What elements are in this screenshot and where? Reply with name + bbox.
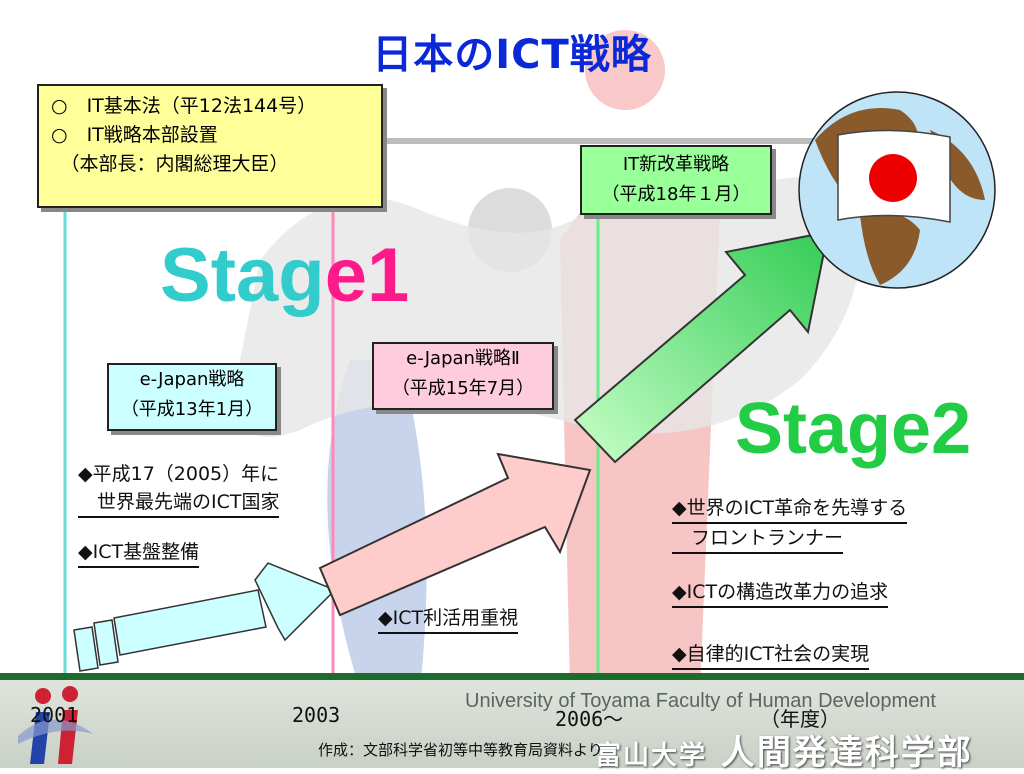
- it-new-reform-line2: （平成18年１月）: [601, 184, 751, 205]
- stage2-label: Stage2: [735, 389, 972, 469]
- it-new-reform-line1: IT新改革戦略: [622, 154, 730, 175]
- bullet-world-leading: ◆平成17（2005）年に 世界最先端のICT国家: [78, 460, 280, 518]
- it-law-line1: ○ IT基本法（平12法144号）: [51, 95, 317, 117]
- bullet-utilization: ◆ICT利活用重視: [378, 604, 519, 634]
- bullet-world-leading-line1: ◆平成17（2005）年に: [78, 463, 280, 485]
- e-japan-box: e-Japan戦略 （平成13年1月）: [107, 363, 277, 431]
- e-japan2-line2: （平成15年7月）: [391, 378, 535, 399]
- university-logo-icon: [18, 686, 93, 764]
- it-law-line2: ○ IT戦略本部設置: [51, 124, 218, 146]
- stage1-part2: e1: [324, 233, 410, 318]
- year-2006: 2006～: [555, 707, 624, 731]
- year-2003: 2003: [292, 703, 341, 727]
- stage1-label: Stage1: [160, 232, 409, 319]
- pink-figure-head: [585, 30, 665, 110]
- page-title: 日本のICT戦略: [372, 32, 652, 78]
- bullet-front-runner-line2: フロントランナー: [672, 524, 844, 554]
- bullet-infrastructure-wrap: ◆ICT基盤整備: [78, 538, 200, 568]
- bullet-autonomous-society-wrap: ◆自律的ICT社会の実現: [672, 640, 870, 670]
- bullet-structural-reform-wrap: ◆ICTの構造改革力の追求: [672, 578, 889, 608]
- university-name-jp1: 富山大学: [595, 741, 708, 771]
- bullet-infrastructure: ◆ICT基盤整備: [78, 538, 200, 568]
- university-name-jp: 富山大学 人間発達科学部: [595, 725, 973, 774]
- footer-green-bar: [0, 673, 1024, 681]
- year-unit: （年度）: [760, 707, 840, 731]
- source-credit: 作成：文部科学省初等中等教育局資料より: [318, 741, 603, 759]
- footer-band: [0, 680, 1024, 768]
- bullet-utilization-wrap: ◆ICT利活用重視: [378, 604, 519, 634]
- bullet-front-runner-line1: ◆世界のICT革命を先導する: [672, 494, 908, 524]
- cyan-arrow-head: [254, 562, 337, 642]
- cyan-arrow-segment-1: [73, 626, 99, 672]
- it-law-box: ○ IT基本法（平12法144号） ○ IT戦略本部設置 （本部長：内閣総理大臣…: [37, 84, 383, 208]
- bullet-front-runner: ◆世界のICT革命を先導する フロントランナー: [672, 494, 908, 554]
- pink-arrow: [318, 452, 592, 617]
- bullet-structural-reform: ◆ICTの構造改革力の追求: [672, 578, 889, 608]
- year-2001: 2001: [30, 703, 79, 727]
- university-name-en: University of Toyama Faculty of Human De…: [465, 690, 936, 712]
- e-japan2-box: e-Japan戦略Ⅱ （平成15年7月）: [372, 342, 554, 410]
- stage1-part1: Stag: [160, 233, 325, 318]
- cyan-arrow-body: [113, 589, 267, 656]
- bullet-world-leading-line2: 世界最先端のICT国家: [78, 488, 280, 518]
- e-japan-line1: e-Japan戦略: [139, 369, 245, 390]
- gray-top-line: [384, 138, 904, 144]
- university-name-jp2: 人間発達科学部: [720, 733, 973, 773]
- green-arrow: [573, 230, 830, 464]
- e-japan-line2: （平成13年1月）: [120, 399, 264, 420]
- globe-continent-2: [860, 212, 920, 285]
- cyan-arrow-segment-2: [93, 619, 119, 666]
- it-new-reform-box: IT新改革戦略 （平成18年１月）: [580, 145, 772, 215]
- e-japan2-line1: e-Japan戦略Ⅱ: [406, 348, 520, 369]
- bullet-autonomous-society: ◆自律的ICT社会の実現: [672, 640, 870, 670]
- japan-flag-circle: [869, 154, 917, 202]
- it-law-line3: （本部長：内閣総理大臣）: [51, 153, 289, 175]
